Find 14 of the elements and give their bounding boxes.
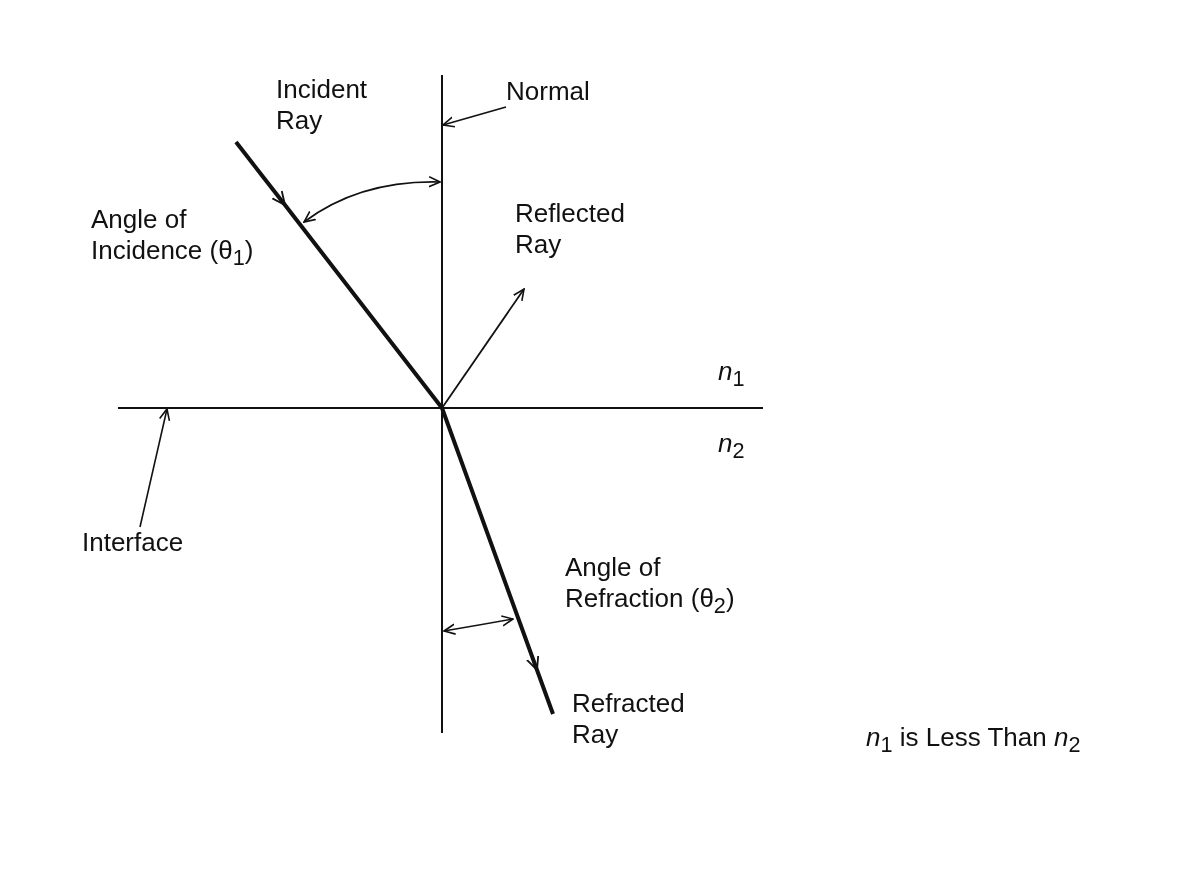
interface-line bbox=[118, 407, 763, 409]
ray-label: Refracted Ray bbox=[572, 688, 686, 750]
angle-label: Angle of Incidence (θ$_{1}$) bbox=[91, 204, 255, 273]
note-text: n$_{1}$ is Less Than n$_{2}$ bbox=[866, 722, 1081, 760]
ray-label: Reflected Ray bbox=[515, 198, 626, 260]
leader-line bbox=[139, 408, 171, 528]
medium-label: n$_{1}$ bbox=[718, 356, 745, 394]
line-label: Interface bbox=[82, 527, 212, 558]
normal-line bbox=[441, 75, 443, 733]
angle-label: Angle of Refraction (θ$_{2}$) bbox=[565, 552, 736, 621]
medium-label: n$_{2}$ bbox=[718, 428, 745, 466]
leader-line bbox=[442, 106, 507, 128]
ray-label: Incident Ray bbox=[276, 74, 369, 136]
line-label: Normal bbox=[506, 76, 616, 107]
